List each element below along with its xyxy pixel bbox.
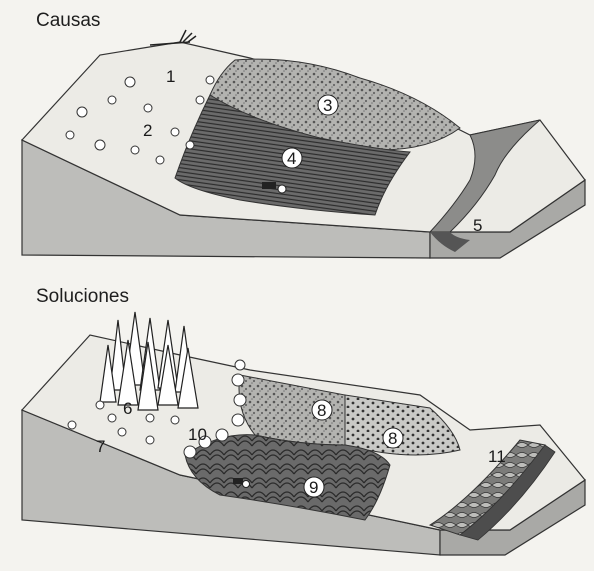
label-4: 4 <box>287 149 296 168</box>
label-5: 5 <box>473 216 482 235</box>
forest-icon <box>100 312 198 410</box>
label-1: 1 <box>166 67 175 86</box>
label-9: 9 <box>309 478 318 497</box>
label-7: 7 <box>96 437 105 456</box>
label-6: 6 <box>123 399 132 418</box>
label-8a: 8 <box>317 401 326 420</box>
field-8-dotted <box>345 395 460 455</box>
label-11: 11 <box>488 447 506 466</box>
label-8b: 8 <box>388 429 397 448</box>
label-3: 3 <box>323 96 332 115</box>
label-10: 10 <box>188 425 207 444</box>
solutions-block <box>22 312 585 555</box>
label-2: 2 <box>143 121 152 140</box>
causes-block <box>22 30 585 258</box>
felled-tree-icon <box>150 30 196 45</box>
